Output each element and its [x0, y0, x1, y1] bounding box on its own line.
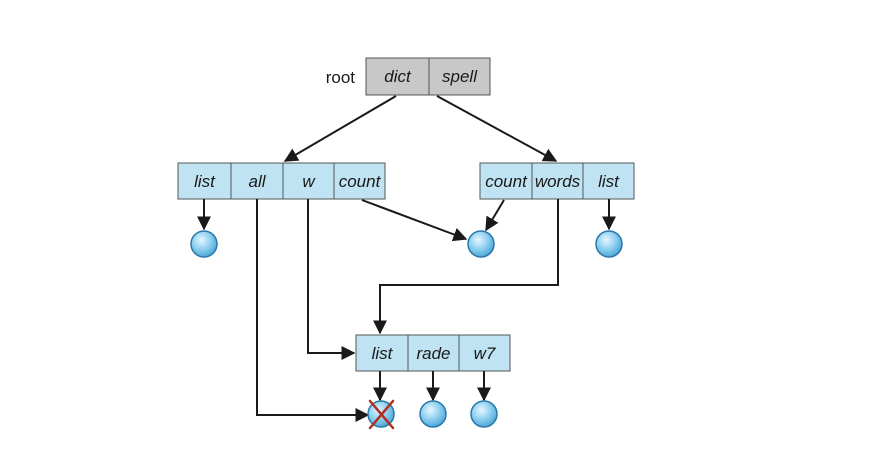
sub-cell-rade[interactable] [407, 334, 460, 372]
file-node-spell-list[interactable] [595, 230, 623, 258]
dict-entry-all: all [248, 172, 266, 191]
sub-entry-w7: w7 [474, 344, 496, 363]
file-node-sub-rade[interactable] [419, 400, 447, 428]
spell-directory: count words list [479, 162, 635, 200]
shared-subdirectory: list rade w7 [355, 334, 511, 372]
deleted-x-icon [368, 399, 395, 430]
sub-entry-list: list [372, 344, 394, 363]
file-node-dict-list[interactable] [190, 230, 218, 258]
file-node-sub-w7[interactable] [470, 400, 498, 428]
spell-entry-list: list [598, 172, 620, 191]
dict-cell-list[interactable] [177, 162, 232, 200]
edge-dict-all-to-deleted-file [256, 199, 370, 422]
edge-dict-w-to-subdir [307, 199, 356, 360]
spell-entry-count: count [485, 172, 528, 191]
diagram-backdrop [176, 56, 634, 434]
edges [197, 95, 616, 422]
edge-spell-words-to-subdir [373, 199, 559, 335]
edge-dict-count-to-file [361, 199, 468, 242]
dict-cell-w[interactable] [282, 162, 335, 200]
root-entry-spell: spell [442, 67, 478, 86]
file-nodes [190, 230, 623, 428]
edge-root-to-dict [283, 95, 397, 162]
root-entry-dict: dict [384, 67, 412, 86]
root-label: root [326, 68, 356, 87]
spell-cell-count[interactable] [479, 162, 533, 200]
spell-cell-list[interactable] [582, 162, 635, 200]
dict-entry-list: list [194, 172, 216, 191]
sub-entry-rade: rade [416, 344, 450, 363]
edge-root-to-spell [436, 95, 558, 162]
dict-entry-w: w [302, 172, 316, 191]
dict-directory: list all w count [177, 162, 386, 200]
sub-cell-w7[interactable] [458, 334, 511, 372]
root-cell-spell[interactable] [428, 57, 491, 96]
spell-entry-words: words [535, 172, 581, 191]
dict-cell-count[interactable] [333, 162, 386, 200]
edge-spell-count-to-file [485, 199, 505, 232]
root-directory: root dict spell [326, 57, 491, 96]
dict-entry-count: count [339, 172, 382, 191]
file-node-count-shared[interactable] [467, 230, 495, 258]
